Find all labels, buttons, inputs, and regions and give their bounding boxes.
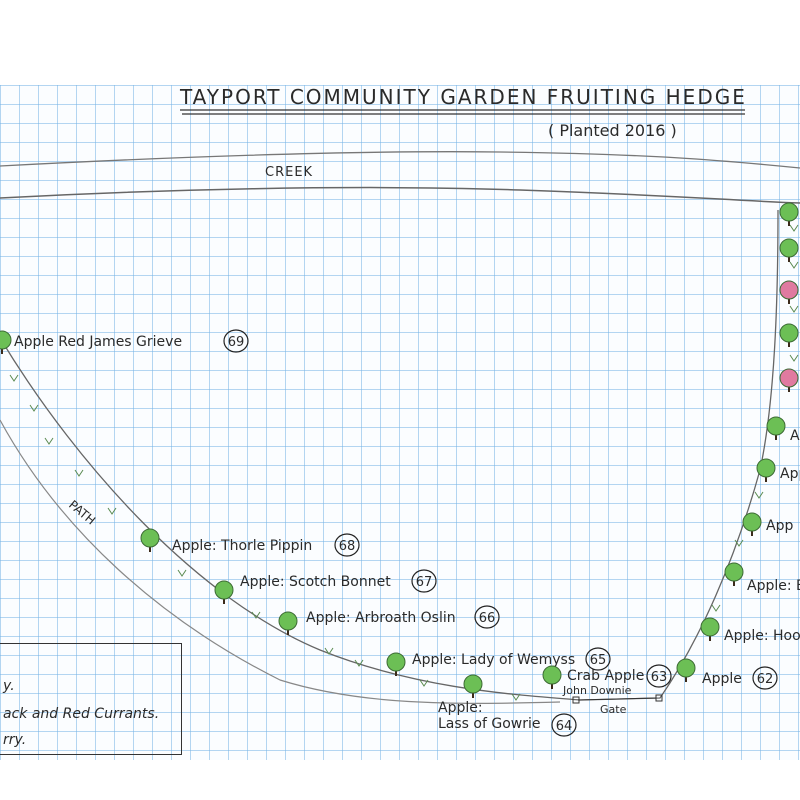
tree-number-circle <box>223 329 249 353</box>
tree-label: Apple: Scotch Bonnet <box>240 574 391 590</box>
key-box: y. ack and Red Currants. rry. <box>0 643 182 755</box>
tree-number: 69 <box>228 335 245 350</box>
tree-marker: Apple: Lady of Wemyss 65 <box>386 647 611 676</box>
key-line: rry. <box>3 732 27 748</box>
gate-label: Gate <box>600 703 627 716</box>
right-column-tree <box>779 368 799 392</box>
tree-label: Apple: Thorle Pippin <box>172 538 312 554</box>
tree-number: 65 <box>590 653 607 668</box>
key-line: ack and Red Currants. <box>3 706 160 722</box>
tree-number: 62 <box>757 672 774 687</box>
tree-label: App <box>766 518 793 534</box>
tree-number: 68 <box>339 539 356 554</box>
tree-label: App <box>780 466 800 482</box>
tree-marker: Apple: Thorle Pippin 68 <box>140 528 360 557</box>
tree-label: Apple Red James Grieve <box>14 334 182 350</box>
tree-marker: App <box>756 458 800 482</box>
tree-label: Apple <box>702 671 742 687</box>
tree-number-circle <box>646 664 672 688</box>
tree-number-circle <box>334 533 360 557</box>
path-line <box>0 419 561 704</box>
tree-label: Apple: Arbroath Oslin <box>306 610 456 626</box>
tree-label: Ap <box>790 428 800 444</box>
tree-marker: Ap <box>766 416 800 444</box>
tree-label: Apple: Lady of Wemyss <box>412 652 575 668</box>
tree-marker: Apple:Lass of Gowrie 64 <box>438 674 577 737</box>
tree-label: Apple: <box>438 700 483 716</box>
hedge-line <box>0 209 779 701</box>
tree-number-circle <box>752 666 778 690</box>
grid-paper <box>0 85 800 760</box>
tree-number: 64 <box>556 719 573 734</box>
tree-label: Apple: Bl <box>747 578 800 594</box>
creek-bank-lower <box>0 186 800 204</box>
tree-marker: Apple: Scotch Bonnet 67 <box>214 569 437 604</box>
tree-number-circle <box>474 605 500 629</box>
right-column-tree <box>779 238 799 262</box>
tree-marker: Apple: Bl <box>724 562 800 594</box>
right-column-tree <box>779 280 799 304</box>
right-column-tree <box>779 202 799 226</box>
tree-marker: Apple Red James Grieve 69 <box>0 329 249 354</box>
path-label: PATH <box>66 498 98 528</box>
key-line: y. <box>3 678 15 694</box>
tree-marker: Apple: Hoo <box>700 617 800 644</box>
shrub-marks <box>9 224 799 701</box>
right-column-tree <box>779 323 799 347</box>
creek-bank-upper <box>0 151 800 169</box>
plan-subtitle: ( Planted 2016 ) <box>548 121 677 140</box>
tree-label-line2: Lass of Gowrie <box>438 716 540 732</box>
tree-number-circle <box>585 647 611 671</box>
tree-marker: Apple 62 <box>676 658 778 690</box>
tree-number-circle <box>551 713 577 737</box>
tree-marker: Apple: Arbroath Oslin 66 <box>278 605 500 635</box>
tree-label-line2: John Downie <box>562 684 632 697</box>
plan-title: TAYPORT COMMUNITY GARDEN FRUITING HEDGE <box>179 85 747 109</box>
tree-marker: App <box>742 512 793 536</box>
tree-label: Crab Apple <box>567 668 644 684</box>
tree-number: 63 <box>651 670 668 685</box>
tree-label: Apple: Hoo <box>724 628 800 644</box>
tree-number: 66 <box>479 611 496 626</box>
tree-number-circle <box>411 569 437 593</box>
tree-number: 67 <box>416 575 433 590</box>
creek-label: CREEK <box>265 165 313 180</box>
